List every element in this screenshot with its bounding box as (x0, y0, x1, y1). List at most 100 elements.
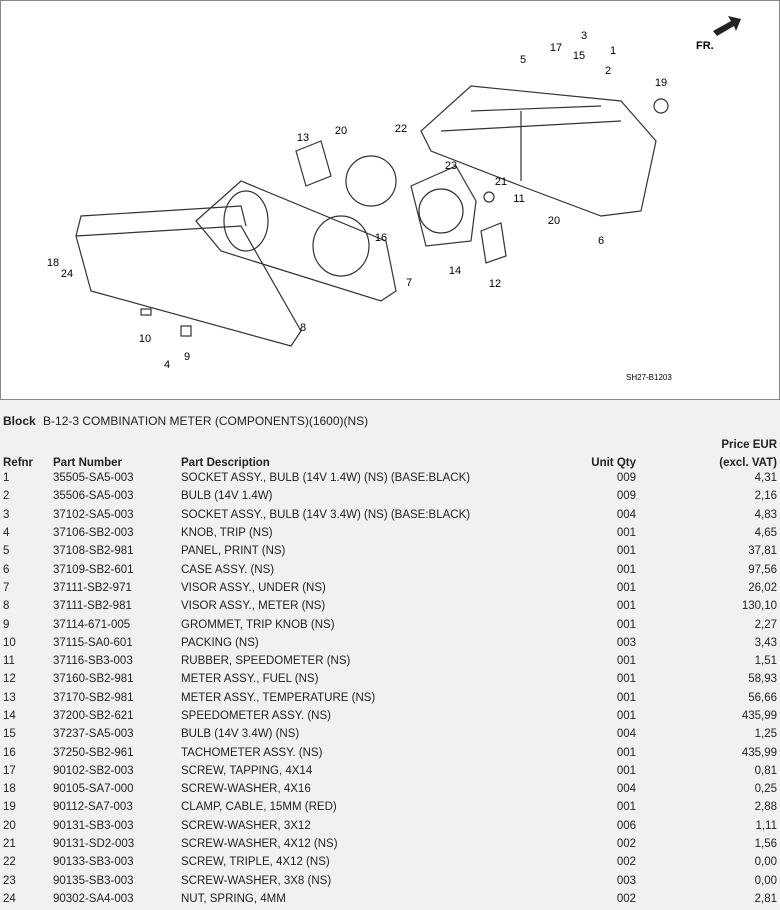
qty-cell: 004 (616, 783, 636, 796)
refnr-cell: 22 (3, 856, 16, 869)
qty-cell: 009 (616, 490, 636, 503)
refnr-cell: 15 (3, 728, 16, 741)
refnr-cell: 24 (3, 892, 16, 905)
refnr-cell: 3 (3, 508, 10, 521)
qty-cell: 001 (616, 746, 636, 759)
qty-cell: 002 (616, 838, 636, 851)
callout-number: 16 (375, 232, 387, 244)
callout-number: 3 (581, 30, 587, 42)
refnr-cell: 9 (3, 618, 10, 631)
part-number-cell: 37250-SB2-961 (53, 746, 134, 759)
refnr-cell: 12 (3, 673, 16, 686)
callout-number: 24 (61, 268, 73, 280)
block-label: Block (3, 414, 36, 428)
description-cell: SCREW-WASHER, 3X12 (181, 819, 311, 832)
part-number-cell: 37200-SB2-621 (53, 710, 134, 722)
price-cell: 1,56 (754, 838, 777, 851)
callout-number: 12 (489, 278, 501, 290)
refnr-cell: 19 (3, 801, 16, 814)
description-cell: CASE ASSY. (NS) (181, 563, 275, 576)
description-cell: BULB (14V 3.4W) (NS) (181, 728, 300, 741)
callout-number: 10 (139, 333, 151, 345)
direction-label: FR. (696, 40, 714, 52)
visor-meter-outline (195, 180, 397, 302)
callout-number: 6 (598, 235, 604, 247)
part-number-cell: 37111-SB2-971 (53, 581, 132, 594)
qty-cell: 001 (616, 764, 636, 777)
description-cell: RUBBER, SPEEDOMETER (NS) (181, 655, 351, 668)
refnr-cell: 1 (3, 472, 10, 485)
part-number-cell: 90133-SB3-003 (53, 856, 134, 869)
drawing-code: SH27-B1203 (626, 373, 672, 382)
part-number-header: Part Number (53, 457, 123, 469)
description-cell: SCREW-WASHER, 4X12 (NS) (181, 838, 338, 851)
price-header-line2: (excl. VAT) (719, 457, 777, 469)
refnr-cell: 5 (3, 545, 10, 558)
part-number-cell: 90102-SB2-003 (53, 764, 134, 777)
table-row: 13 37170-SB2-981 METER ASSY., TEMPERATURE … (0, 689, 780, 707)
refnr-cell: 4 (3, 527, 10, 540)
part-number-cell: 37116-SB3-003 (53, 655, 133, 668)
price-cell: 0,00 (754, 874, 777, 887)
part-number-cell: 37109-SB2-601 (53, 563, 134, 576)
part-number-cell: 37114-671-005 (53, 618, 131, 631)
refnr-cell: 18 (3, 783, 16, 796)
description-cell: KNOB, TRIP (NS) (181, 527, 273, 540)
refnr-cell: 11 (3, 655, 15, 668)
part-number-cell: 90131-SD2-003 (53, 838, 135, 851)
description-cell: PACKING (NS) (181, 636, 259, 649)
callout-number: 1 (610, 45, 616, 57)
price-cell: 97,56 (748, 563, 777, 576)
speedometer-outline (410, 165, 477, 247)
callout-number: 2 (605, 65, 611, 77)
price-cell: 4,31 (754, 472, 777, 485)
qty-cell: 001 (616, 600, 636, 613)
qty-cell: 001 (616, 527, 636, 540)
qty-cell: 001 (616, 563, 636, 576)
part-number-cell: 37170-SB2-981 (53, 691, 134, 704)
qty-cell: 009 (616, 472, 636, 485)
price-cell: 37,81 (748, 545, 777, 558)
price-cell: 3,43 (754, 636, 777, 649)
price-cell: 2,81 (754, 892, 777, 905)
part-number-cell: 90131-SB3-003 (53, 819, 134, 832)
price-cell: 58,93 (748, 673, 777, 686)
price-cell: 1,25 (754, 728, 777, 741)
price-cell: 0,25 (754, 783, 777, 796)
price-header-line1: Price EUR (721, 439, 777, 451)
case-outline (420, 85, 657, 217)
part-number-cell: 90135-SB3-003 (53, 874, 134, 887)
part-number-cell: 90105-SA7-000 (53, 783, 134, 796)
refnr-cell: 13 (3, 691, 16, 704)
qty-cell: 001 (616, 673, 636, 686)
refnr-cell: 17 (3, 764, 16, 777)
description-header: Part Description (181, 457, 270, 469)
qty-cell: 002 (616, 856, 636, 869)
description-cell: METER ASSY., TEMPERATURE (NS) (181, 691, 376, 704)
price-cell: 2,88 (754, 801, 777, 814)
part-number-cell: 37108-SB2-981 (53, 545, 134, 558)
refnr-cell: 7 (3, 581, 10, 594)
callout-number: 8 (300, 322, 306, 334)
tachometer-outline (345, 155, 397, 207)
part-number-cell: 35506-SA5-003 (53, 490, 134, 503)
price-cell: 1,11 (755, 819, 777, 832)
description-cell: SCREW, TAPPING, 4X14 (181, 764, 313, 777)
qty-cell: 003 (616, 874, 636, 887)
refnr-cell: 10 (3, 636, 16, 649)
price-cell: 0,00 (754, 856, 777, 869)
part-number-cell: 90112-SA7-003 (53, 801, 133, 814)
callout-number: 4 (164, 359, 170, 371)
